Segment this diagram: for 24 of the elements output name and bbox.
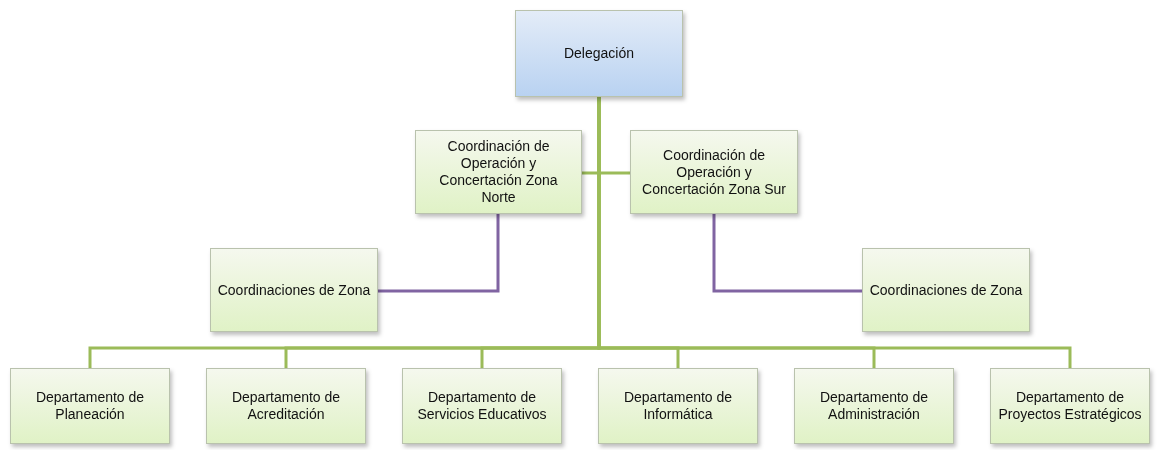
unit-name: Departamento de Informática [622, 389, 734, 423]
unit-box [630, 130, 798, 214]
connector-line [712, 214, 862, 293]
unit-name: Delegación [563, 45, 635, 62]
unit-box [598, 368, 758, 444]
unit-name: Departamento de Acreditación [230, 389, 342, 423]
unit-name: Coordinaciones de Zona [217, 281, 371, 299]
unit-box [402, 368, 562, 444]
unit-name: Coordinaciones de Zona [869, 281, 1023, 299]
unit-box [210, 248, 378, 332]
unit-box [990, 368, 1150, 444]
unit-name: Departamento de Planeación [34, 389, 146, 423]
unit-box [794, 368, 954, 444]
head-office-box [515, 10, 683, 97]
unit-name: Departamento de Administración [818, 389, 930, 423]
unit-box [415, 130, 582, 214]
unit-box [862, 248, 1030, 332]
unit-name: Coordinación de Operación y Concertación Zona Sur [641, 146, 787, 198]
connector-line [378, 214, 500, 293]
unit-name: Departamento de Proyectos Estratégicos [997, 389, 1143, 423]
unit-name: Coordinación de Operación y Concertación Zona Norte [438, 138, 559, 206]
unit-box [10, 368, 170, 444]
unit-box [206, 368, 366, 444]
unit-name: Departamento de Servicios Educativos [416, 389, 548, 423]
